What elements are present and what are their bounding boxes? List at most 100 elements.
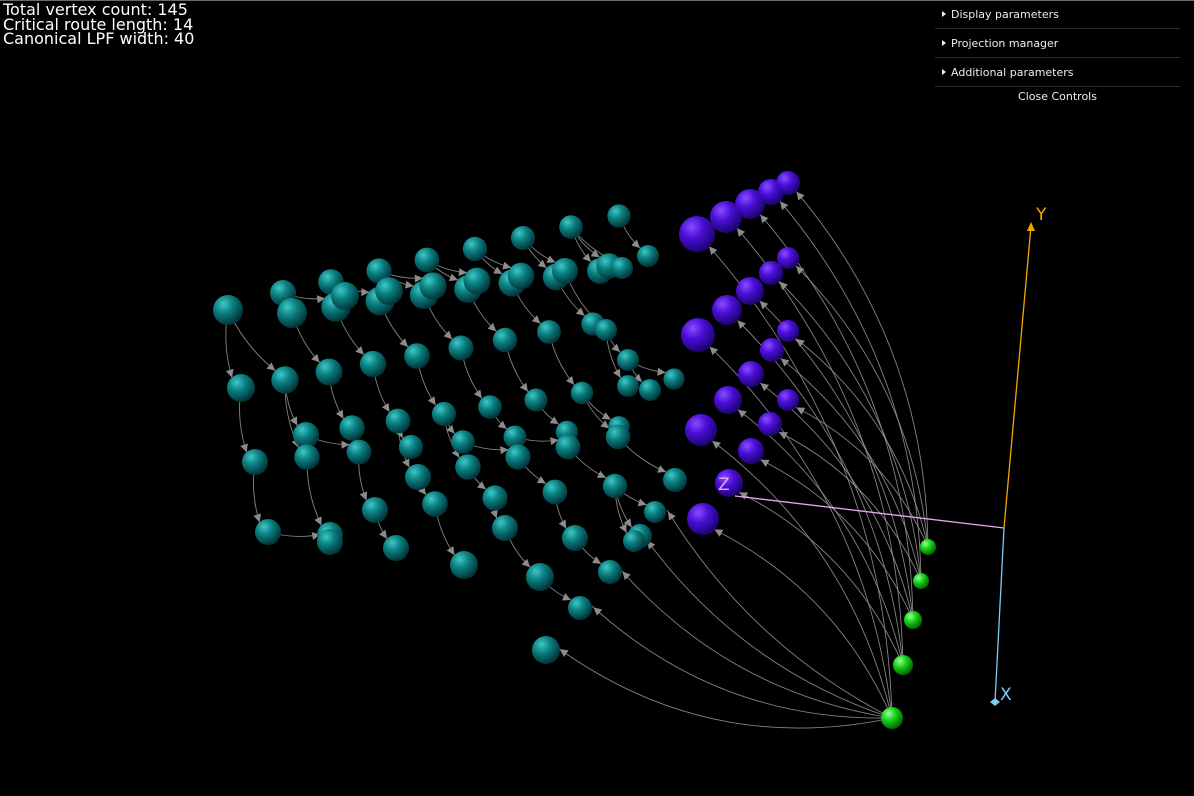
edge-arrow-icon — [311, 353, 320, 363]
x-axis-arrow-icon — [990, 698, 1000, 706]
x-axis-label: X — [1000, 685, 1012, 705]
vertex-teal — [213, 295, 243, 325]
edge-arrow-icon — [778, 432, 788, 440]
vertex-teal — [568, 596, 592, 620]
edge-arrow-icon — [537, 259, 547, 268]
folder-label: Additional parameters — [951, 65, 1074, 79]
edge-arrow-icon — [314, 516, 322, 526]
edge-curve — [794, 189, 929, 548]
edge-arrow-icon — [739, 492, 749, 500]
vertex-teal — [450, 551, 478, 579]
vertex-teal — [331, 282, 359, 310]
edge-arrow-icon — [709, 346, 719, 356]
edge-arrow-icon — [381, 402, 390, 412]
edge-arrow-icon — [760, 214, 769, 224]
edge-arrow-icon — [558, 519, 567, 529]
edge-arrow-icon — [601, 412, 611, 420]
edge-arrow-icon — [399, 338, 408, 347]
vertex-teal — [639, 379, 661, 401]
node-layer — [213, 171, 936, 729]
folder-label: Projection manager — [951, 36, 1059, 50]
edge-arrow-icon — [631, 239, 640, 249]
edge-arrow-icon — [795, 266, 805, 275]
vertex-violet — [777, 389, 799, 411]
vertex-teal — [398, 434, 424, 460]
edge-arrow-icon — [316, 295, 326, 304]
edge-arrow-icon — [427, 396, 436, 406]
vertex-teal — [293, 422, 319, 448]
vertex-teal — [277, 298, 307, 328]
vertex-teal — [242, 449, 268, 475]
x-axis-line — [994, 527, 1005, 703]
vertex-teal — [559, 215, 583, 239]
vertex-teal — [385, 408, 411, 434]
edge-arrow-icon — [622, 571, 631, 581]
vertex-violet — [710, 201, 742, 233]
edge-arrow-icon — [448, 273, 458, 282]
vertex-violet — [679, 216, 715, 252]
edge-curve — [620, 569, 893, 719]
edge-arrow-icon — [657, 465, 666, 473]
edge-arrow-icon — [549, 416, 559, 425]
folder-projection-manager[interactable]: Projection manager — [935, 29, 1180, 58]
y-axis-arrow-icon — [1027, 222, 1035, 231]
graph-stats-overlay: Total vertex count: 145 Critical route l… — [3, 2, 195, 48]
edge-arrow-icon — [361, 288, 370, 297]
edge-arrow-icon — [359, 491, 368, 501]
vertex-teal — [375, 277, 403, 305]
edge-arrow-icon — [379, 529, 388, 539]
vertex-teal — [570, 381, 594, 405]
vertex-teal — [339, 415, 365, 441]
edge-arrow-icon — [592, 556, 602, 564]
edge-arrow-icon — [565, 375, 575, 385]
vertex-teal — [607, 204, 631, 228]
edge-arrow-icon — [709, 246, 718, 256]
vertex-teal — [463, 267, 491, 295]
folder-additional-parameters[interactable]: Additional parameters — [935, 58, 1180, 87]
vertex-green — [913, 573, 929, 589]
edge-arrow-icon — [266, 362, 276, 371]
edge-arrow-icon — [737, 409, 747, 418]
edge-curve — [710, 439, 893, 719]
z-axis-label: Z — [718, 475, 730, 495]
edge-curve — [758, 458, 914, 621]
vertex-teal — [315, 358, 343, 386]
vertex-teal — [617, 349, 639, 371]
edge-arrow-icon — [562, 593, 571, 601]
edge-curve — [712, 528, 893, 719]
controls-panel: Display parameters Projection manager Ad… — [935, 0, 1180, 107]
edge-arrow-icon — [443, 330, 453, 340]
vertex-teal — [227, 374, 255, 402]
vertex-teal — [598, 560, 622, 584]
vertex-teal — [532, 636, 560, 664]
vertex-teal — [611, 257, 633, 279]
edge-arrow-icon — [780, 358, 790, 367]
edge-arrow-icon — [559, 649, 569, 657]
vertex-teal — [419, 272, 447, 300]
edge-arrow-icon — [341, 440, 350, 449]
vertex-teal — [431, 401, 457, 427]
vertex-violet — [759, 261, 783, 285]
edge-arrow-icon — [779, 281, 789, 291]
edge-curve — [778, 199, 922, 582]
y-axis-label: Y — [1035, 205, 1047, 225]
vertex-teal — [405, 464, 431, 490]
folder-display-parameters[interactable]: Display parameters — [935, 0, 1180, 29]
vertex-teal — [526, 563, 554, 591]
vertex-teal — [617, 375, 639, 397]
vertex-teal — [492, 515, 518, 541]
vertex-teal — [451, 430, 475, 454]
edge-arrow-icon — [402, 458, 410, 468]
vertex-teal — [482, 485, 508, 511]
vertex-violet — [777, 320, 799, 342]
vertex-teal — [492, 327, 518, 353]
edge-curve — [758, 381, 914, 621]
expand-arrow-icon — [942, 11, 946, 17]
edge-curve — [737, 490, 904, 666]
vertex-teal — [414, 247, 440, 273]
vertex-teal — [644, 501, 666, 523]
close-controls-button[interactable]: Close Controls — [1018, 90, 1097, 103]
edge-arrow-icon — [582, 253, 591, 262]
lpf-width-text: Canonical LPF width: 40 — [3, 29, 195, 48]
